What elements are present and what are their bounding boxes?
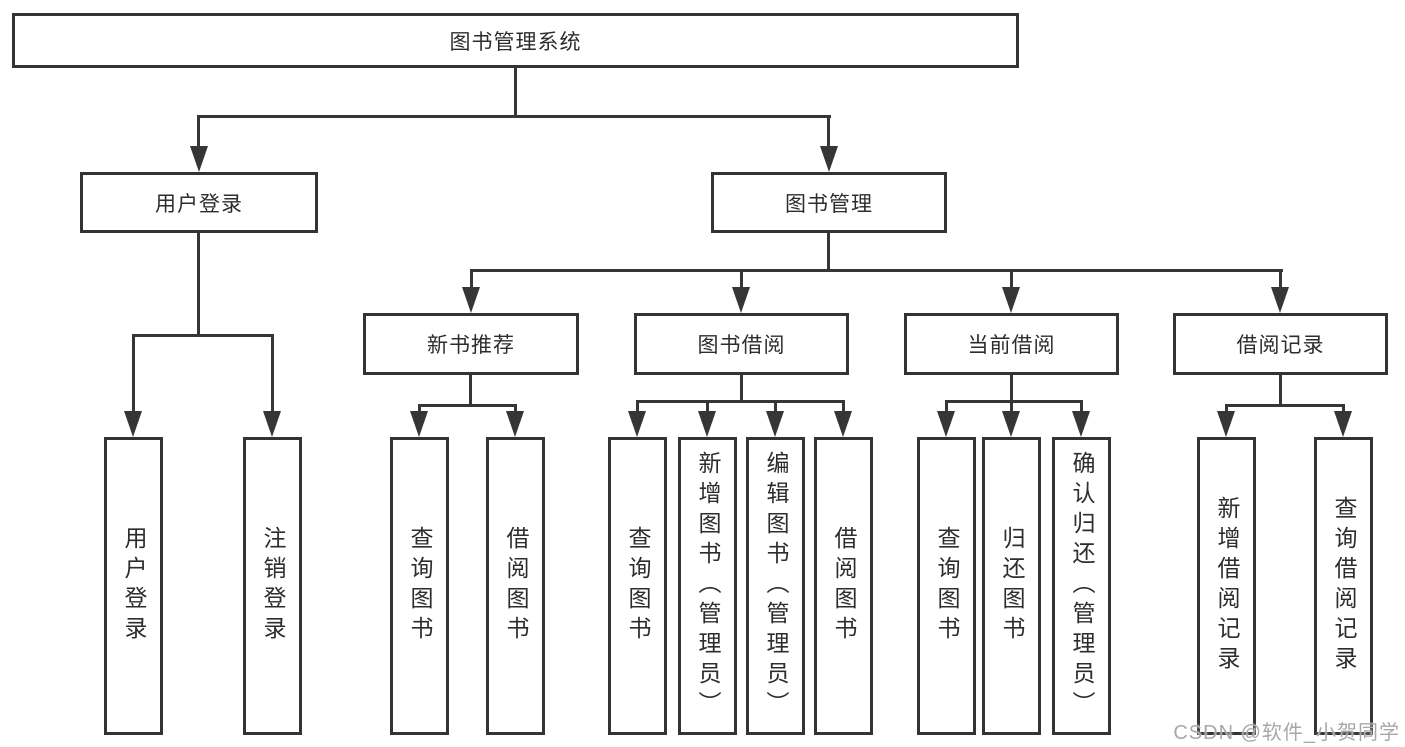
connector-line [197, 233, 200, 337]
node-user-login: 用户登录 [80, 172, 318, 233]
arrow-down-icon [1334, 411, 1352, 437]
connector-line [1080, 400, 1083, 413]
arrow-down-icon [462, 287, 480, 313]
leaf-query-books-borrow: 查询图书 [608, 437, 667, 735]
arrow-down-icon [698, 411, 716, 437]
csdn-watermark: CSDN @软件_小贺同学 [1173, 722, 1400, 744]
arrow-down-icon [820, 146, 838, 172]
connector-line [1225, 404, 1345, 407]
leaf-query-books-current: 查询图书 [917, 437, 976, 735]
leaf-label: 借阅图书 [831, 526, 857, 646]
leaf-query-borrow-record: 查询借阅记录 [1314, 437, 1373, 735]
arrow-down-icon [1002, 287, 1020, 313]
leaf-label: 归还图书 [999, 526, 1025, 646]
leaf-label: 用户登录 [121, 526, 147, 646]
connector-line [470, 269, 1283, 272]
leaf-add-books-admin: 新增图书（管理员） [678, 437, 737, 735]
connector-line [945, 400, 948, 413]
connector-line [740, 375, 743, 403]
node-book-management: 图书管理 [711, 172, 947, 233]
connector-line [469, 375, 472, 407]
leaf-logout: 注销登录 [243, 437, 302, 735]
connector-line [1010, 269, 1013, 289]
node-label: 图书管理 [785, 192, 873, 216]
leaf-edit-books-admin: 编辑图书（管理员） [746, 437, 805, 735]
connector-line [1342, 404, 1345, 414]
leaf-confirm-return-admin: 确认归还（管理员） [1052, 437, 1111, 735]
connector-line [1279, 375, 1282, 407]
node-new-book-recommend: 新书推荐 [363, 313, 579, 375]
connector-line [636, 400, 639, 413]
arrow-down-icon [1072, 411, 1090, 437]
node-label: 图书借阅 [697, 334, 786, 357]
node-current-borrow: 当前借阅 [904, 313, 1119, 375]
connector-line [514, 404, 517, 414]
connector-line [740, 269, 743, 289]
connector-line [514, 68, 517, 118]
leaf-label: 借阅图书 [503, 526, 529, 646]
node-label: 图书管理系统 [449, 30, 582, 54]
connector-line [197, 115, 831, 118]
arrow-down-icon [410, 411, 428, 437]
node-library-management-system: 图书管理系统 [12, 13, 1019, 68]
leaf-label: 注销登录 [260, 526, 286, 646]
leaf-borrow-books-recommend: 借阅图书 [486, 437, 545, 735]
leaf-user-login: 用户登录 [104, 437, 163, 735]
leaf-label: 新增图书（管理员） [695, 451, 721, 721]
connector-line [827, 115, 830, 150]
arrow-down-icon [124, 411, 142, 437]
connector-line [1010, 375, 1013, 403]
connector-line [636, 400, 845, 403]
arrow-down-icon [506, 411, 524, 437]
node-label: 用户登录 [155, 192, 243, 216]
leaf-label: 查询图书 [625, 526, 651, 646]
leaf-add-borrow-record: 新增借阅记录 [1197, 437, 1256, 735]
leaf-label: 查询图书 [934, 526, 960, 646]
arrow-down-icon [1271, 287, 1289, 313]
node-borrow-records: 借阅记录 [1173, 313, 1388, 375]
connector-line [827, 233, 830, 272]
leaf-borrow-books: 借阅图书 [814, 437, 873, 735]
arrow-down-icon [190, 146, 208, 172]
arrow-down-icon [1217, 411, 1235, 437]
leaf-label: 确认归还（管理员） [1069, 451, 1095, 721]
connector-line [842, 400, 845, 413]
connector-line [1010, 400, 1013, 413]
node-label: 新书推荐 [427, 334, 515, 357]
arrow-down-icon [937, 411, 955, 437]
arrow-down-icon [766, 411, 784, 437]
arrow-down-icon [732, 287, 750, 313]
connector-line [1225, 404, 1228, 414]
leaf-label: 查询借阅记录 [1331, 496, 1357, 676]
arrow-down-icon [834, 411, 852, 437]
node-label: 借阅记录 [1236, 334, 1325, 357]
connector-line [271, 334, 274, 414]
connector-line [418, 404, 421, 414]
leaf-label: 新增借阅记录 [1214, 496, 1240, 676]
leaf-return-books: 归还图书 [982, 437, 1041, 735]
connector-line [1279, 269, 1282, 289]
arrow-down-icon [263, 411, 281, 437]
leaf-query-books-recommend: 查询图书 [390, 437, 449, 735]
node-book-borrow: 图书借阅 [634, 313, 849, 375]
connector-line [774, 400, 777, 413]
node-label: 当前借阅 [967, 334, 1056, 357]
connector-line [418, 404, 517, 407]
connector-line [197, 115, 200, 150]
connector-line [706, 400, 709, 413]
connector-line [945, 400, 1083, 403]
arrow-down-icon [1002, 411, 1020, 437]
leaf-label: 查询图书 [407, 526, 433, 646]
connector-line [132, 334, 274, 337]
leaf-label: 编辑图书（管理员） [763, 451, 789, 721]
connector-line [132, 334, 135, 414]
connector-line [470, 269, 473, 289]
arrow-down-icon [628, 411, 646, 437]
